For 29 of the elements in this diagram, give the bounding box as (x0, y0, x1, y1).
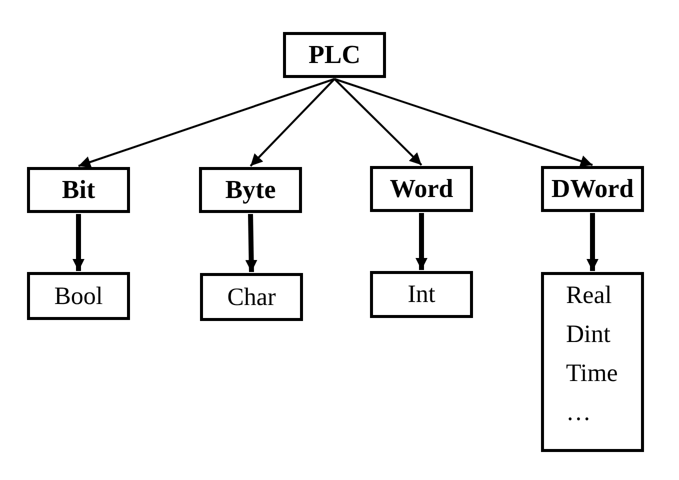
arrow (334, 78, 593, 167)
node-label: Real (566, 283, 612, 308)
category-box (27, 167, 130, 213)
category-box (199, 167, 302, 213)
node-label: Byte (225, 177, 276, 203)
category-box (283, 32, 386, 78)
arrow (586, 213, 598, 271)
arrow (78, 78, 335, 168)
arrow (334, 78, 422, 166)
arrow (416, 213, 428, 270)
arrow (250, 78, 336, 167)
node-label: Time (566, 361, 618, 386)
node-label: Int (408, 282, 436, 307)
category-box (370, 166, 473, 212)
node-label: … (566, 400, 591, 425)
node-label: DWord (551, 176, 634, 202)
node-label: Dint (566, 322, 610, 347)
node-label: Word (390, 176, 454, 202)
node-label: PLC (308, 42, 360, 68)
list-box (541, 272, 644, 452)
node-label: Bool (54, 284, 103, 308)
category-box (541, 166, 644, 212)
type-box (27, 272, 130, 320)
type-box (200, 273, 303, 321)
arrow (245, 214, 258, 272)
node-label: Char (227, 284, 276, 310)
type-box (370, 271, 473, 318)
node-label: Bit (62, 177, 96, 203)
arrow (72, 214, 84, 271)
